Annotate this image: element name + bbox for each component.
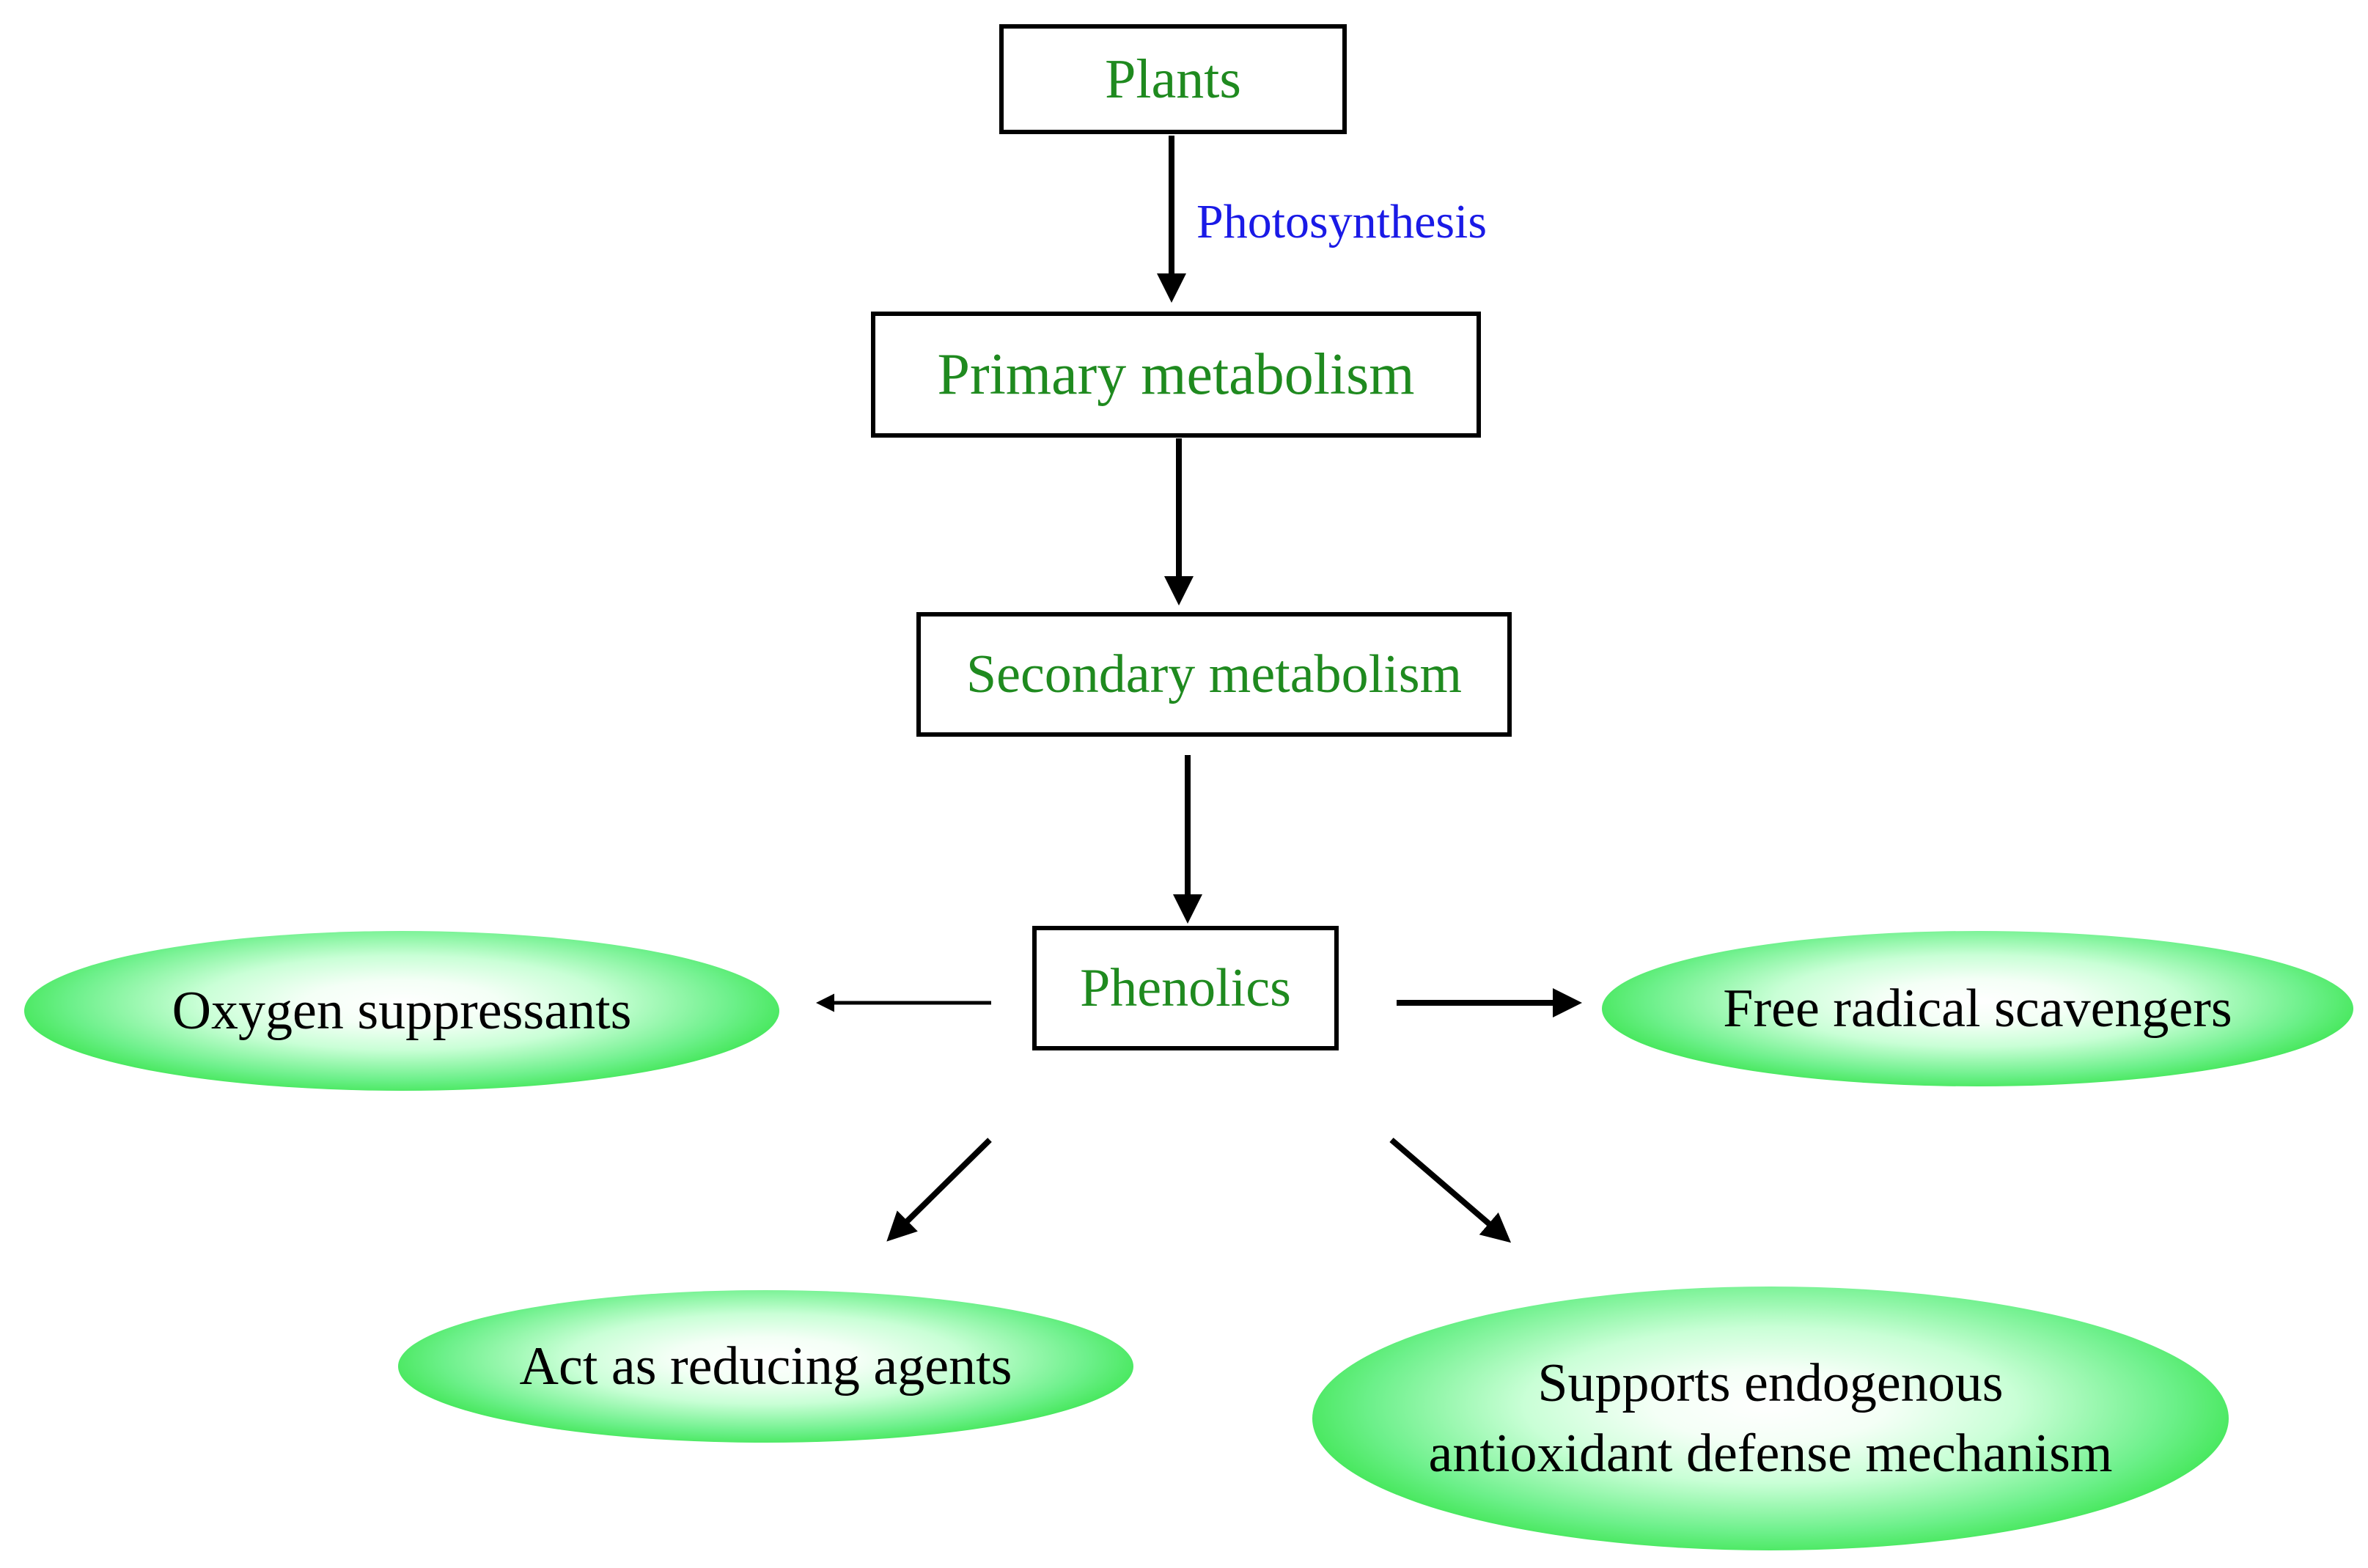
outcome-endogenous-defense-line1: Supports endogenous [1537,1352,2004,1413]
edge-label-photosynthesis: Photosynthesis [1196,195,1488,249]
outcome-endogenous-defense: Supports endogenous antioxidant defense … [1312,1287,2229,1550]
outcome-reducing-agents: Act as reducing agents [398,1290,1133,1443]
node-primary-metabolism: Primary metabolism [871,312,1481,438]
node-secondary-metabolism: Secondary metabolism [916,612,1512,737]
arrow-to-reducing-agents [886,1138,992,1242]
node-plants-label: Plants [1105,48,1241,110]
outcome-free-radical-scavengers: Free radical scavengers [1602,931,2353,1086]
node-phenolics-label: Phenolics [1080,957,1291,1018]
arrow-to-endogenous-defense [1389,1137,1512,1243]
outcome-free-radical-scavengers-label: Free radical scavengers [1723,978,2232,1039]
outcome-oxygen-suppressants-label: Oxygen suppressants [172,980,632,1041]
node-secondary-metabolism-label: Secondary metabolism [966,644,1463,704]
node-primary-metabolism-label: Primary metabolism [937,342,1415,407]
outcome-reducing-agents-label: Act as reducing agents [519,1336,1012,1396]
outcome-oxygen-suppressants: Oxygen suppressants [24,931,779,1091]
node-plants: Plants [999,24,1347,134]
outcome-endogenous-defense-line2: antioxidant defense mechanism [1428,1424,2113,1484]
node-phenolics: Phenolics [1032,926,1339,1050]
outcome-endogenous-defense-text: Supports endogenous antioxidant defense … [1429,1348,2113,1489]
